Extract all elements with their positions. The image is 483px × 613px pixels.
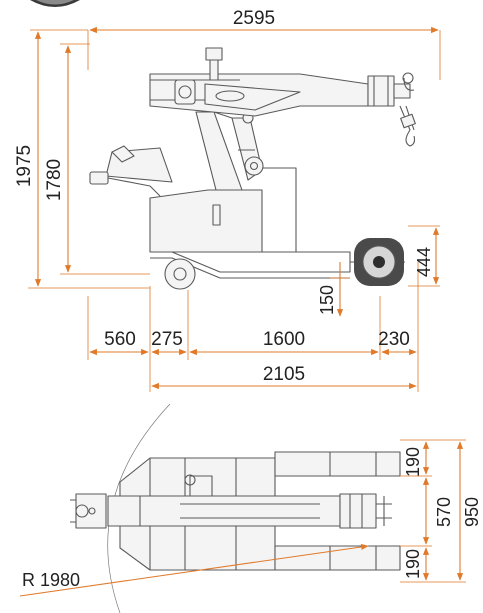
outrigger-lower (274, 545, 401, 571)
dim-turning-radius: R 1980 (22, 570, 80, 590)
front-wheel (164, 258, 196, 290)
top-boom (107, 495, 341, 527)
dim-wheel-offset: 275 (151, 329, 183, 350)
dim-outrigger-upper: 190 (403, 447, 423, 477)
chassis-body (149, 189, 263, 253)
side-view-dimensions: 2595 1975 1780 560 275 1600 230 2105 150… (14, 8, 441, 392)
outrigger-upper (274, 451, 401, 477)
dim-total-width: 950 (462, 497, 482, 527)
dim-rear-offset: 230 (378, 329, 410, 350)
dim-overall-length: 2595 (233, 8, 275, 29)
rear-wheel (354, 238, 404, 286)
dim-chassis-length: 2105 (263, 364, 305, 385)
dim-wheelbase: 1600 (263, 329, 305, 350)
dim-outrigger-lower: 190 (403, 549, 423, 579)
dim-front-overhang: 560 (104, 329, 136, 350)
dim-total-height: 1975 (14, 145, 35, 187)
top-view-crane (70, 403, 401, 613)
dim-ground-clearance: 150 (317, 285, 337, 315)
dim-wheel-height: 444 (414, 247, 434, 277)
partial-wheel-fragment (30, 0, 80, 7)
dim-mast-height: 1780 (44, 159, 65, 201)
dim-inner-span: 570 (434, 497, 454, 527)
side-view-crane (89, 47, 416, 290)
top-view-dimensions: 190 570 190 950 R 1980 (19, 439, 482, 597)
